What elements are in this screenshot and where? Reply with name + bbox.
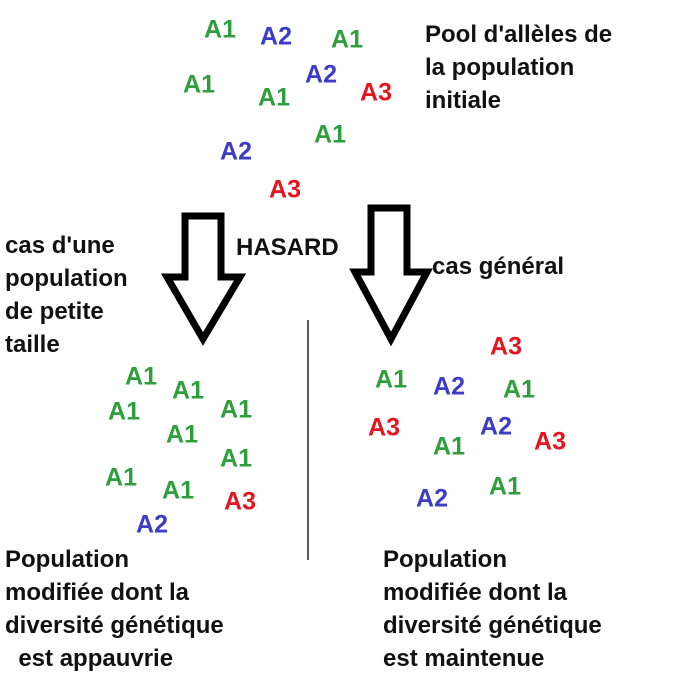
allele-a1: A1 [331,25,363,54]
label-line: de petite [5,298,104,325]
label-line: modifiée dont la [5,579,190,606]
allele-a3: A3 [490,332,522,361]
label-line: taille [5,331,60,358]
hasard-label: HASARD [236,234,339,261]
allele-a1: A1 [489,472,521,501]
label-line: Pool d'allèles de [425,21,613,48]
allele-a1: A1 [375,365,407,394]
general-case-result: Population modifiée dont la diversité gé… [383,543,602,675]
allele-a2: A2 [260,22,292,51]
allele-a1: A1 [503,375,535,404]
allele-a3: A3 [534,427,566,456]
label-line: est maintenue [383,645,545,672]
label-line: la population [425,54,575,81]
allele-a1: A1 [105,463,137,492]
allele-a1: A1 [314,120,346,149]
initial-pool-label: Pool d'allèles de la population initiale [425,18,612,117]
allele-a2: A2 [416,484,448,513]
small-population-case-label: cas d'une population de petite taille [5,229,128,361]
label-line: modifiée dont la [383,579,568,606]
label-line: diversité génétique [383,612,602,639]
allele-a3: A3 [368,413,400,442]
label-line: Population [5,546,129,573]
label-line: cas d'une [5,232,115,259]
allele-a1: A1 [108,397,140,426]
left-down-arrow [160,212,247,346]
label-line: est appauvrie [5,645,174,672]
allele-a2: A2 [480,412,512,441]
general-case-label: cas général [432,253,565,280]
label-line: diversité génétique [5,612,224,639]
allele-a1: A1 [172,376,204,405]
allele-a1: A1 [162,476,194,505]
allele-a1: A1 [125,362,157,391]
label-line: initiale [425,87,502,114]
allele-a1: A1 [433,432,465,461]
allele-a1: A1 [204,15,236,44]
allele-a3: A3 [224,487,256,516]
allele-a3: A3 [269,175,301,204]
right-down-arrow [349,204,433,347]
allele-a1: A1 [258,83,290,112]
label-line: Population [383,546,507,573]
allele-a3: A3 [360,78,392,107]
allele-a2: A2 [305,60,337,89]
allele-a2: A2 [433,372,465,401]
allele-a1: A1 [166,420,198,449]
allele-a1: A1 [183,70,215,99]
label-line: population [5,265,128,292]
allele-a2: A2 [220,137,252,166]
allele-a1: A1 [220,444,252,473]
small-population-result: Population modifiée dont la diversité gé… [5,543,224,675]
allele-a2: A2 [136,510,168,539]
allele-a1: A1 [220,395,252,424]
